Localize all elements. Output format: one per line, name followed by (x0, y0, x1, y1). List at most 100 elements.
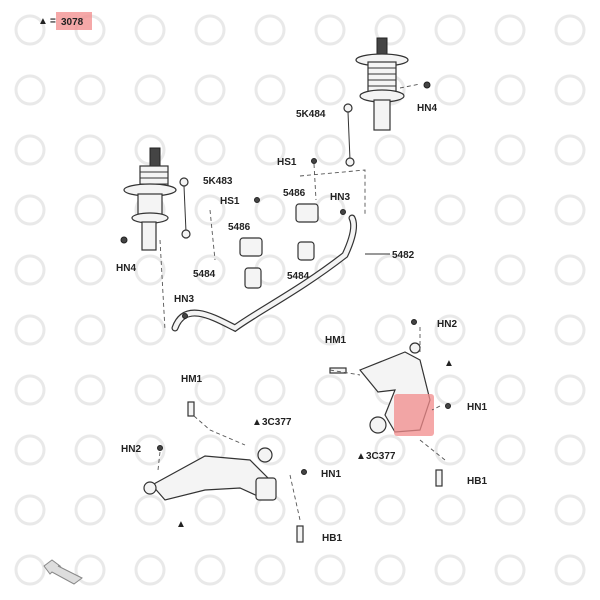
watermark-glyph (194, 254, 226, 286)
label-hn1-left: HN1 (321, 469, 341, 480)
label-3c377-left: 3C377 (262, 417, 292, 428)
clamp-left (239, 237, 263, 257)
watermark-glyph (74, 554, 106, 586)
watermark-glyph (434, 74, 466, 106)
watermark-glyph (554, 494, 586, 526)
bushing-3c377-left (257, 447, 273, 463)
label-5484-right: 5484 (287, 271, 310, 282)
watermark-glyph (74, 374, 106, 406)
watermark-glyph (314, 134, 346, 166)
lower-arm-left (143, 455, 277, 501)
label-5k484: 5K484 (296, 109, 326, 120)
watermark-glyph (494, 134, 526, 166)
back-arrow-icon[interactable] (43, 559, 83, 585)
watermark-glyph (74, 194, 106, 226)
watermark-glyph (14, 314, 46, 346)
watermark-glyph (554, 434, 586, 466)
watermark-glyph (554, 134, 586, 166)
watermark-glyph (194, 14, 226, 46)
watermark-glyph (74, 434, 106, 466)
watermark-glyph (254, 14, 286, 46)
watermark-glyph (554, 74, 586, 106)
watermark-glyph (434, 194, 466, 226)
watermark-glyph (314, 374, 346, 406)
watermark-glyph (314, 494, 346, 526)
watermark-glyph (194, 134, 226, 166)
watermark-glyph (494, 374, 526, 406)
label-3c377-right: 3C377 (366, 451, 396, 462)
watermark-glyph (434, 554, 466, 586)
strut-right (355, 37, 409, 131)
nut-icon (423, 81, 431, 89)
watermark-glyph (254, 374, 286, 406)
triangle-icon: ▲ (38, 16, 48, 27)
label-5484-left: 5484 (193, 269, 216, 280)
label-hs1-top: HS1 (277, 157, 297, 168)
watermark-glyph (74, 314, 106, 346)
watermark-glyph (554, 314, 586, 346)
watermark-glyph (434, 314, 466, 346)
stabilizer-link-right (343, 103, 355, 167)
label-5486-top: 5486 (283, 188, 306, 199)
header-legend: ▲ = 3078 (38, 12, 92, 30)
watermark-glyph (434, 254, 466, 286)
watermark-glyph (494, 434, 526, 466)
watermark-glyph (374, 14, 406, 46)
watermark-glyph (134, 14, 166, 46)
watermark-glyph (314, 14, 346, 46)
label-hn4-right: HN4 (417, 103, 437, 114)
label-hs1-left: HS1 (220, 196, 240, 207)
watermark-glyph (134, 74, 166, 106)
watermark-glyph (314, 434, 346, 466)
watermark-glyph (434, 374, 466, 406)
watermark-glyph (554, 554, 586, 586)
watermark-glyph (434, 434, 466, 466)
watermark-glyph (494, 14, 526, 46)
watermark-glyph (14, 554, 46, 586)
triangle-icon: ▲ (444, 358, 454, 369)
watermark-glyph (74, 254, 106, 286)
label-hm1-right: HM1 (325, 335, 347, 346)
bushing-left (244, 267, 262, 289)
label-hn1-right: HN1 (467, 402, 487, 413)
watermark-glyph (374, 194, 406, 226)
watermark-glyph (74, 494, 106, 526)
watermark-glyph (254, 554, 286, 586)
label-hn3-left: HN3 (174, 294, 194, 305)
legend-code: 3078 (61, 17, 84, 28)
watermark-glyph (374, 494, 406, 526)
watermark-glyph (14, 74, 46, 106)
triangle-icon: ▲ (176, 519, 186, 530)
watermark-glyph (314, 554, 346, 586)
watermark-glyph (14, 254, 46, 286)
watermark-glyph (14, 194, 46, 226)
watermark-glyph (254, 74, 286, 106)
stabilizer-link-left (179, 177, 191, 239)
watermark-glyph (374, 314, 406, 346)
watermark-glyph (494, 314, 526, 346)
code-highlight (56, 12, 92, 30)
watermark-glyph (494, 494, 526, 526)
watermark-glyph (14, 374, 46, 406)
label-hb1-left: HB1 (322, 533, 342, 544)
watermark-glyph (194, 374, 226, 406)
watermark-glyph (134, 434, 166, 466)
watermark-glyph (494, 74, 526, 106)
watermark-glyph (134, 554, 166, 586)
bushing-highlight (394, 394, 434, 436)
watermark-glyph (74, 134, 106, 166)
strut-left (123, 147, 177, 251)
watermark-glyph (194, 74, 226, 106)
watermark-glyph (374, 434, 406, 466)
watermark-glyph (254, 134, 286, 166)
watermark-glyph (254, 434, 286, 466)
watermark-glyph (434, 14, 466, 46)
label-hn2-right: HN2 (437, 319, 457, 330)
watermark-glyph (314, 314, 346, 346)
triangle-icon: ▲ (356, 451, 366, 462)
watermark-glyph (494, 554, 526, 586)
watermark-glyph (554, 194, 586, 226)
watermark-glyph (554, 14, 586, 46)
label-hn3-top: HN3 (330, 192, 350, 203)
